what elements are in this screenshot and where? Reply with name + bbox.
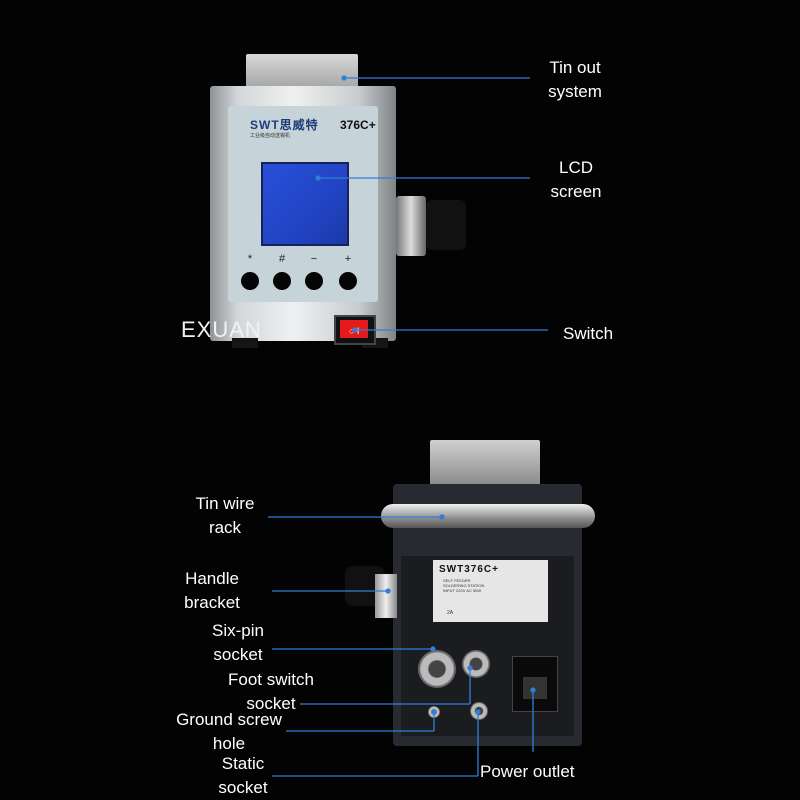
key-plus-button[interactable] xyxy=(339,272,357,290)
front-device: SWT思威特 工业级自动送锡机 376C+ * # − + xyxy=(210,86,396,341)
six-pin-socket[interactable] xyxy=(418,650,456,688)
tin-wire-rack xyxy=(381,504,595,528)
front-foot-left xyxy=(232,338,258,348)
key-label-plus: + xyxy=(344,253,352,265)
label-switch: Switch xyxy=(563,324,614,343)
plate-line-1: SELF FEEDER xyxy=(443,578,471,583)
label-ground-screw: Ground screw hole xyxy=(176,710,282,753)
label-lcd: LCD screen xyxy=(550,158,602,201)
key-label-hash: # xyxy=(278,253,286,265)
dot-foot xyxy=(467,665,473,671)
front-panel: SWT思威特 工业级自动送锡机 376C+ * # − + xyxy=(228,106,378,302)
back-top-clamp xyxy=(430,440,540,486)
rating-plate: SWT376C+ SELF FEEDER SOLDERING STATION I… xyxy=(433,560,548,622)
lcd-screen xyxy=(261,162,349,246)
label-power-outlet: Power outlet xyxy=(480,762,575,781)
dot-tin-out xyxy=(341,75,347,81)
dot-ground xyxy=(431,709,437,715)
brand-logo: SWT思威特 xyxy=(250,118,319,132)
label-handle-bracket: Handle bracket xyxy=(184,569,240,612)
plate-title: SWT376C+ xyxy=(439,564,499,575)
feed-knob[interactable] xyxy=(426,200,466,250)
dot-six-pin xyxy=(430,646,436,652)
dot-power xyxy=(530,687,536,693)
key-label-minus: − xyxy=(310,253,318,265)
dot-switch xyxy=(352,327,358,333)
handle-bracket xyxy=(375,574,397,618)
dot-lcd xyxy=(315,175,321,181)
watermark: EXUAN xyxy=(181,317,262,342)
key-minus-button[interactable] xyxy=(305,272,323,290)
feed-roller xyxy=(396,196,426,256)
power-outlet[interactable] xyxy=(512,656,558,712)
foot-switch-socket[interactable] xyxy=(462,650,490,678)
brand-subtitle: 工业级自动送锡机 xyxy=(250,133,291,139)
label-foot-switch: Foot switch socket xyxy=(228,670,314,713)
label-tin-wire-rack: Tin wire rack xyxy=(195,494,255,537)
plate-line-3: INPUT 220V AC 50W xyxy=(443,588,482,593)
label-static-socket: Static socket xyxy=(218,754,268,797)
power-outlet-pins xyxy=(523,677,547,699)
key-label-star: * xyxy=(247,253,253,265)
key-hash-button[interactable] xyxy=(273,272,291,290)
key-star-button[interactable] xyxy=(241,272,259,290)
label-tin-out: Tin out system xyxy=(548,58,602,101)
dot-static xyxy=(475,709,481,715)
plate-line-2: SOLDERING STATION xyxy=(443,583,485,588)
model-number: 376C+ xyxy=(340,118,376,132)
plate-fuse: 2A xyxy=(447,610,454,616)
dot-rack xyxy=(439,514,445,520)
dot-handle xyxy=(385,588,391,594)
label-six-pin: Six-pin socket xyxy=(212,621,264,664)
